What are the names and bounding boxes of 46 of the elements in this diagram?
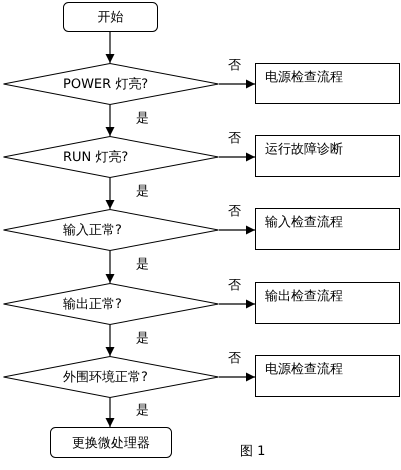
terminal-box (63, 2, 158, 32)
node-text: 输入正常? (63, 222, 122, 239)
edge-label: 否 (228, 277, 241, 294)
arrow (106, 105, 114, 136)
process-box (255, 135, 400, 177)
arrow (219, 226, 255, 234)
arrow (219, 152, 255, 162)
process-box (255, 208, 400, 250)
arrow (219, 80, 255, 88)
process-box (255, 282, 400, 324)
node-text: 电源检查流程 (265, 361, 343, 378)
process-box (255, 63, 400, 104)
edge-label: 是 (136, 402, 149, 418)
decision-diamond (3, 356, 219, 398)
decision-diamond (3, 283, 219, 325)
node-text: 开始 (96, 9, 124, 26)
arrow (106, 251, 114, 283)
node-text: 输出正常? (63, 296, 122, 313)
figure-caption: 图 1 (240, 443, 266, 460)
arrow (219, 300, 255, 308)
edge-label: 否 (228, 350, 241, 367)
node-text: 运行故障诊断 (265, 141, 343, 158)
edge-label: 是 (136, 256, 149, 273)
terminal-box (50, 427, 172, 458)
decision-diamond (3, 63, 219, 105)
node-text: 电源检查流程 (265, 69, 343, 86)
node-text: 输出检查流程 (265, 288, 343, 305)
node-text: 输入检查流程 (265, 214, 343, 231)
arrow (106, 178, 114, 209)
node-text: 外围环境正常? (63, 369, 148, 386)
process-box (255, 355, 400, 397)
node-text: 更换微处理器 (71, 434, 151, 452)
arrow (106, 398, 114, 427)
node-text: POWER 灯亮? (63, 76, 148, 93)
edge-label: 是 (136, 110, 149, 126)
node-text: RUN 灯亮? (63, 149, 128, 166)
arrow (219, 372, 255, 382)
decision-diamond (3, 136, 219, 178)
edge-label: 否 (228, 57, 241, 74)
decision-diamond (3, 209, 219, 251)
arrow (106, 32, 114, 63)
edge-label: 否 (228, 130, 241, 147)
edge-label: 是 (136, 330, 149, 346)
arrow (106, 325, 114, 356)
edge-label: 否 (228, 203, 241, 220)
edge-label: 是 (136, 182, 149, 200)
